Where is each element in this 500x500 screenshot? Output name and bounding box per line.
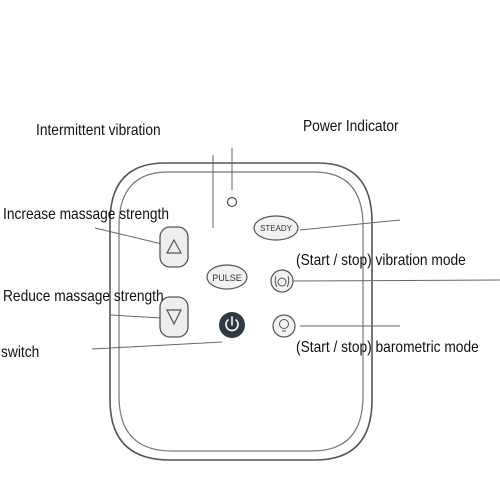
label-vibration-mode: (Start / stop) vibration mode: [296, 252, 466, 269]
remote-inner-outline: [118, 171, 364, 452]
label-intermittent-vibration: Intermittent vibration: [36, 122, 161, 139]
leader-switch: [91, 341, 223, 350]
leader-reduce: [109, 314, 163, 319]
triangle-up-icon: [165, 238, 183, 254]
power-icon: [225, 316, 239, 332]
vibration-mode-button[interactable]: [270, 269, 294, 293]
leader-vibration: [291, 279, 500, 282]
reduce-strength-button[interactable]: [159, 296, 189, 338]
leader-increase: [94, 227, 163, 245]
triangle-down-icon: [166, 309, 182, 326]
leader-lines: [91, 148, 500, 350]
label-barometric-mode: (Start / stop) barometric mode: [296, 339, 479, 356]
leader-steady: [299, 219, 401, 231]
label-switch: switch: [1, 344, 40, 361]
vibration-icon: [274, 275, 290, 288]
increase-strength-button[interactable]: [159, 226, 189, 268]
pulse-button-label: PULSE: [212, 273, 242, 283]
steady-button[interactable]: STEADY: [253, 215, 299, 241]
label-reduce-strength: Reduce massage strength: [3, 288, 164, 305]
pulse-button[interactable]: PULSE: [206, 264, 248, 290]
steady-button-label: STEADY: [260, 224, 293, 233]
power-indicator-led: [226, 196, 238, 208]
label-power-indicator: Power Indicator: [303, 118, 399, 135]
barometric-mode-button[interactable]: [272, 314, 296, 338]
power-switch-button[interactable]: [219, 312, 245, 338]
remote-outer-outline: [109, 162, 373, 461]
label-increase-strength: Increase massage strength: [3, 206, 169, 223]
barometric-icon: [279, 319, 289, 332]
